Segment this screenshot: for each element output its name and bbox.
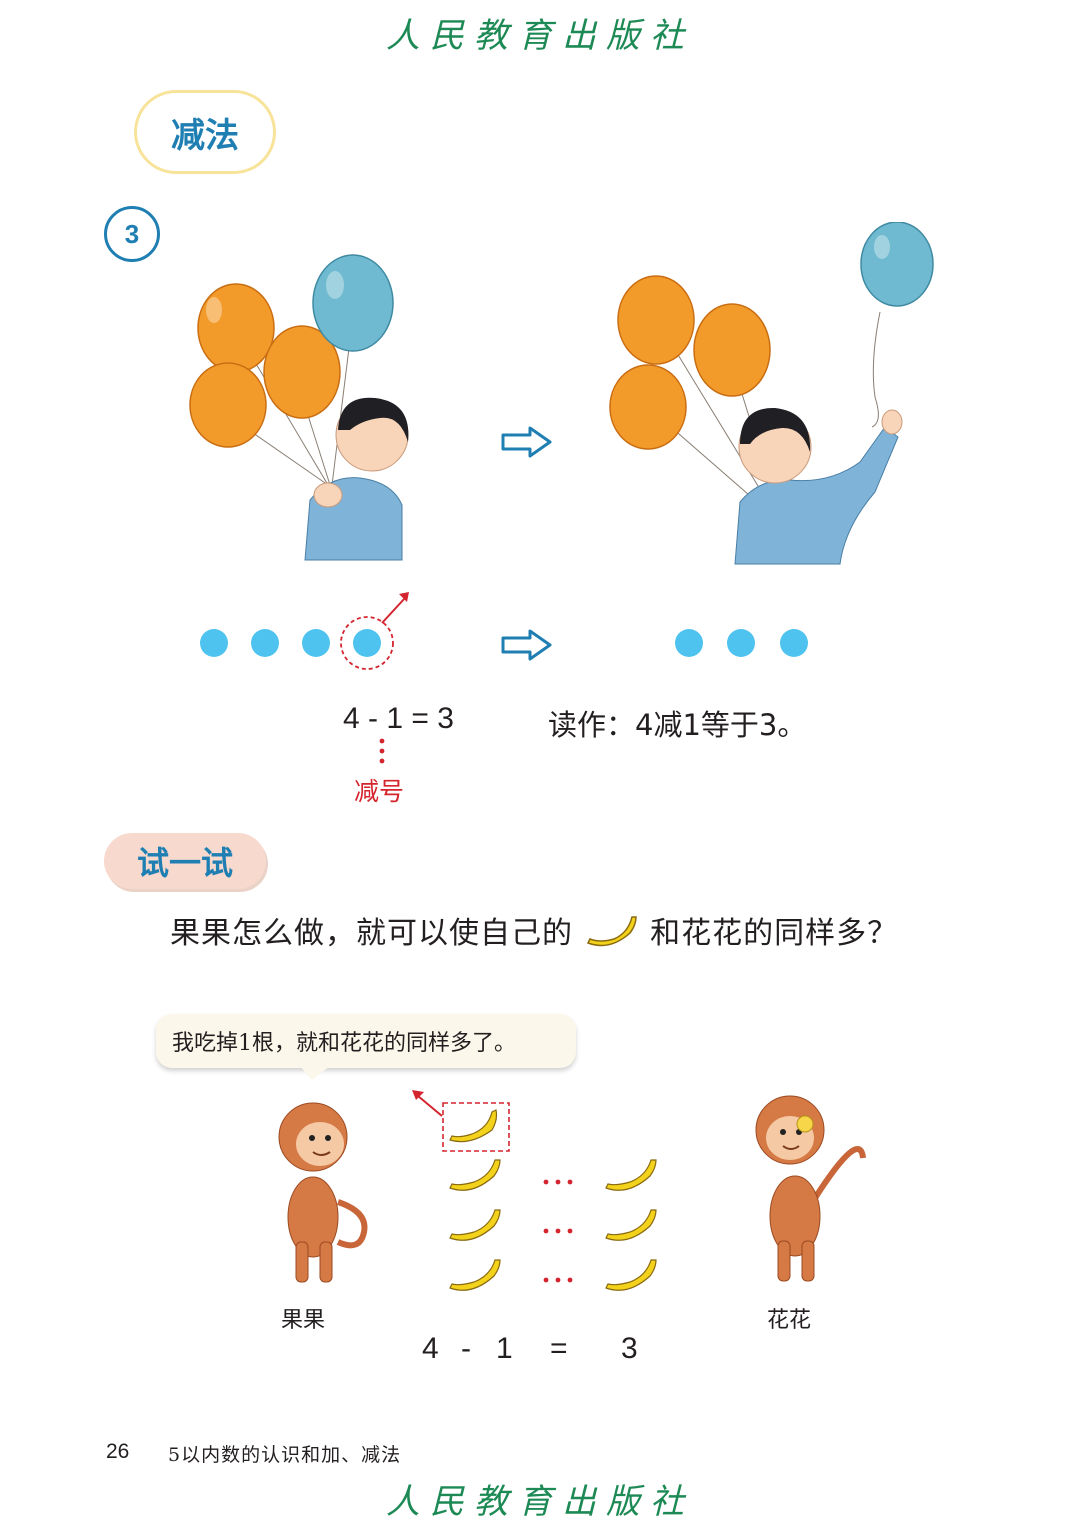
eq2-op: - (461, 1332, 471, 1365)
banana-right-column (605, 1159, 657, 1291)
matching-dots (543, 1179, 573, 1283)
speech-bubble: 我吃掉1根，就和花花的同样多了。 (156, 1014, 576, 1068)
dot (727, 629, 755, 657)
minus-sign-label: 减号 (354, 777, 405, 806)
publisher-logo-bottom: 人民教育出版社 (386, 1482, 694, 1522)
right-arrow-icon (501, 426, 552, 458)
red-arrow-line (381, 597, 406, 624)
red-arrow-icon (412, 1090, 443, 1117)
banana-left-column (449, 1159, 501, 1291)
red-arrow-head (399, 592, 409, 602)
page-number: 26 (106, 1440, 130, 1463)
speech-text: 我吃掉1根，就和花花的同样多了。 (172, 1031, 516, 1056)
dashed-box (442, 1102, 510, 1152)
equation-reading: 读作：4减1等于3。 (548, 708, 807, 742)
dots-before-group (200, 592, 409, 670)
try-it-badge: 试一试 (104, 833, 266, 889)
speech-bubble-tail (300, 1066, 330, 1080)
boy-releasing-balloon-illustration (609, 222, 934, 565)
dots-after-group (675, 629, 808, 657)
monkey-guoguo-illustration (278, 1102, 368, 1283)
section-title: 减法 (134, 90, 276, 174)
question-text: 果果怎么做，就可以使自己的 和花花的同样多？ (170, 908, 898, 952)
right-arrow-icon (501, 629, 552, 661)
monkey-huahua-illustration (755, 1095, 866, 1282)
eq2-a: 4 (422, 1332, 439, 1365)
bananas-group (442, 1102, 657, 1291)
minus-pointer-dots (379, 738, 385, 764)
equation-main: 4 - 1 = 3 (343, 702, 454, 735)
question-part2: 和花花的同样多？ (650, 916, 899, 951)
name-guoguo: 果果 (281, 1308, 326, 1333)
dot-removed (353, 629, 381, 657)
eq2-b: 1 (496, 1332, 513, 1365)
chapter-title: 5以内数的认识和加、减法 (168, 1444, 402, 1466)
eq2-result: 3 (621, 1332, 638, 1365)
banana-peel (449, 1109, 498, 1143)
dot (675, 629, 703, 657)
boy-with-four-balloons-illustration (189, 254, 409, 561)
dot (302, 629, 330, 657)
eq2-eq: = (550, 1332, 568, 1365)
question-part1: 果果怎么做，就可以使自己的 (170, 916, 573, 951)
dashed-circle (340, 616, 394, 670)
dot (200, 629, 228, 657)
banana-icon (586, 916, 637, 947)
dot (251, 629, 279, 657)
name-huahua: 花花 (767, 1308, 812, 1333)
dot (780, 629, 808, 657)
example-number: 3 (104, 206, 160, 262)
publisher-logo-top: 人民教育出版社 (386, 16, 694, 56)
flower-icon (796, 1115, 814, 1133)
